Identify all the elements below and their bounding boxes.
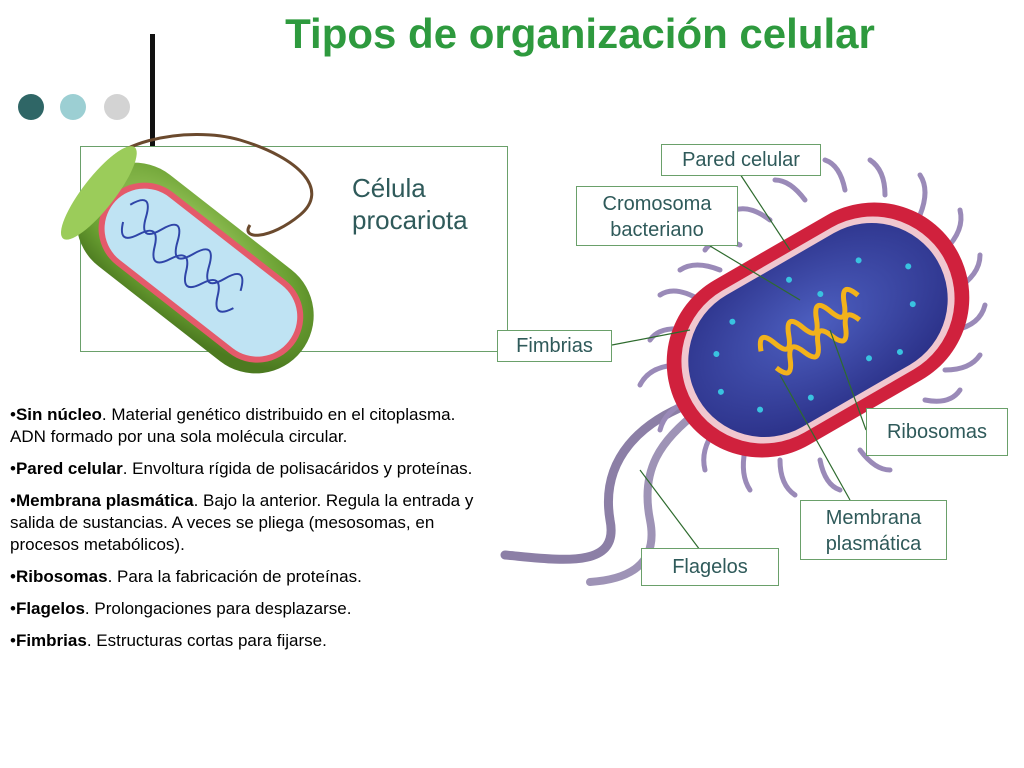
feature-term: Membrana plasmática <box>15 491 194 510</box>
title-divider-bar <box>150 34 155 146</box>
feature-item: •Ribosomas. Para la fabricación de prote… <box>10 567 362 586</box>
left-cell-cut-face <box>60 146 137 240</box>
left-flagellum <box>94 132 314 237</box>
cell-type-label: Célula procariota <box>352 172 468 236</box>
decor-dot-light <box>60 94 86 120</box>
feature-list: •Sin núcleo. Material genético distribui… <box>10 404 480 662</box>
page-title: Tipos de organización celular <box>285 10 875 57</box>
cell-type-label-line2: procariota <box>352 205 468 235</box>
feature-item: •Membrana plasmática. Bajo la anterior. … <box>10 491 474 554</box>
left-cell <box>60 146 314 374</box>
callout-membrana-line1: Membrana <box>825 507 922 529</box>
feature-text: . Para la fabricación de proteínas. <box>107 567 362 586</box>
right-flagellum-1 <box>500 395 705 564</box>
decor-dot-dark <box>18 94 44 120</box>
feature-term: Sin núcleo <box>15 405 102 424</box>
feature-text: . Bajo la anterior. Regula la entrada y … <box>10 491 474 554</box>
right-cell-chromosome <box>757 286 862 376</box>
right-cell-ribosomes <box>713 257 916 413</box>
feature-item: •Sin núcleo. Material genético distribui… <box>10 405 456 446</box>
callout-fimbrias-text: Fimbrias <box>516 335 593 357</box>
right-flagellum-2 <box>586 406 704 586</box>
callout-flagelos-text: Flagelos <box>672 556 748 578</box>
callout-cromosoma-line2: bacteriano <box>610 219 704 241</box>
right-cell <box>666 202 970 458</box>
callout-fimbrias: Fimbrias <box>497 330 612 362</box>
callout-pared-celular: Pared celular <box>661 144 821 176</box>
callout-pared-celular-text: Pared celular <box>682 149 800 171</box>
cell-type-label-line1: Célula <box>352 173 426 203</box>
feature-item: •Fimbrias. Estructuras cortas para fijar… <box>10 631 327 650</box>
left-cell-dna <box>120 199 244 313</box>
feature-text: . Prolongaciones para desplazarse. <box>84 599 352 618</box>
callout-membrana-line2: plasmática <box>825 533 922 555</box>
feature-text: . Material genético distribuido en el ci… <box>10 405 456 446</box>
feature-term: Ribosomas <box>15 567 108 586</box>
callout-cromosoma-bacteriano: Cromosoma bacteriano <box>576 186 738 246</box>
feature-term: Flagelos <box>15 599 85 618</box>
callout-ribosomas-text: Ribosomas <box>886 421 988 443</box>
feature-item: •Pared celular. Envoltura rígida de poli… <box>10 459 473 478</box>
callout-leader-lines <box>611 173 867 551</box>
feature-text: . Estructuras cortas para fijarse. <box>86 631 327 650</box>
feature-term: Fimbrias <box>15 631 87 650</box>
callout-ribosomas: Ribosomas <box>866 408 1008 456</box>
callout-membrana-plasmatica: Membrana plasmática <box>800 500 947 560</box>
callout-flagelos: Flagelos <box>641 548 779 586</box>
feature-text: . Envoltura rígida de polisacáridos y pr… <box>122 459 473 478</box>
callout-cromosoma-line1: Cromosoma <box>602 193 712 215</box>
feature-term: Pared celular <box>15 459 123 478</box>
feature-item: •Flagelos. Prolongaciones para desplazar… <box>10 599 352 618</box>
decor-dot-grey <box>104 94 130 120</box>
